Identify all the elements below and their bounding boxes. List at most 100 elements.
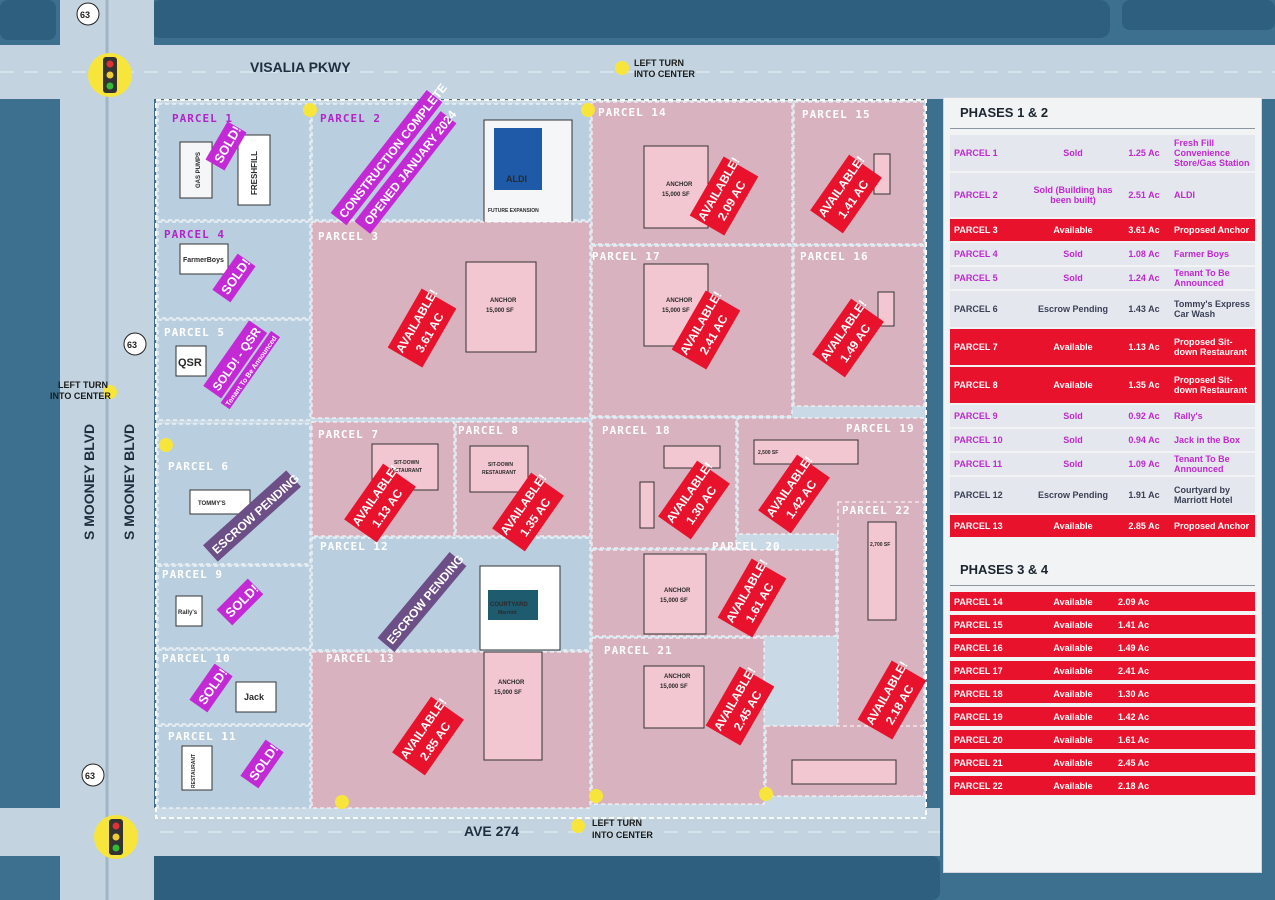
row-status: Available	[1053, 619, 1093, 630]
parcel-1-label: PARCEL 1	[172, 112, 233, 125]
row-parcel: PARCEL 13	[954, 521, 1003, 531]
aldi-label: ALDI	[506, 174, 527, 184]
parcel-16-label: PARCEL 16	[800, 250, 869, 263]
parcel-14[interactable]: ANCHOR 15,000 SF PARCEL 14	[591, 101, 793, 245]
parcel-18-label: PARCEL 18	[602, 424, 671, 437]
parcel-22[interactable]: 2,700 SF PARCEL 22	[765, 501, 925, 797]
row-parcel: PARCEL 5	[954, 273, 998, 283]
row-parcel: PARCEL 16	[954, 642, 1003, 653]
access-marker-icon	[581, 103, 595, 117]
row-status: Available	[1053, 780, 1093, 791]
anchor-3-label: ANCHOR	[490, 298, 517, 304]
visalia-pkwy-label: VISALIA PKWY	[250, 59, 351, 75]
anchor-14-sf: 15,000 SF	[662, 192, 690, 198]
parcel-12-label: PARCEL 12	[320, 540, 389, 553]
jack-logo: Jack	[244, 692, 265, 702]
row-acres: 1.35 Ac	[1128, 380, 1160, 390]
parcel-22-label: PARCEL 22	[842, 504, 911, 517]
row-status: Sold	[1063, 273, 1083, 283]
row-acres: 1.42 Ac	[1118, 711, 1150, 722]
qsr-label: QSR	[178, 357, 202, 369]
anchor-17-sf: 15,000 SF	[662, 308, 690, 314]
hwy-63-shield-top: 63	[76, 2, 100, 26]
row-acres: 1.61 Ac	[1118, 734, 1150, 745]
mooney-blvd-label-b: S MOONEY BLVD	[121, 424, 137, 540]
svg-text:63: 63	[127, 340, 137, 350]
row-status: Available	[1053, 757, 1093, 768]
row-parcel: PARCEL 6	[954, 304, 998, 314]
hwy-63-shield-mid: 63	[123, 332, 147, 356]
row-status: Available	[1053, 342, 1093, 352]
row-parcel: PARCEL 18	[954, 688, 1003, 699]
parcel-10[interactable]: Jack PARCEL 10	[157, 649, 311, 725]
row-parcel: PARCEL 10	[954, 435, 1003, 445]
p8-bldg-2: RESTAURANT	[482, 470, 516, 476]
row-status: Sold	[1063, 435, 1083, 445]
parcel-5-label: PARCEL 5	[164, 326, 225, 339]
row-tenant: Proposed Sit-down Restaurant	[1174, 375, 1248, 395]
svg-text:INTO CENTER: INTO CENTER	[634, 69, 695, 79]
block-top-left	[0, 0, 56, 40]
parcel-9-label: PARCEL 9	[162, 568, 223, 581]
row-status: Escrow Pending	[1037, 490, 1108, 500]
parcel-15-label: PARCEL 15	[802, 108, 871, 121]
row-acres: 1.43 Ac	[1128, 304, 1160, 314]
row-tenant: Proposed Anchor	[1174, 521, 1250, 531]
row-parcel: PARCEL 8	[954, 380, 998, 390]
gas-pumps-label: GAS PUMPS	[196, 152, 202, 188]
parcel-11[interactable]: RESTAURANT PARCEL 11	[157, 725, 311, 809]
row-tenant: ALDI	[1174, 190, 1195, 200]
parcel-3[interactable]: ANCHOR 15,000 SF PARCEL 3	[311, 221, 591, 419]
parcel-2[interactable]: ALDI FUTURE EXPANSION PARCEL 2	[311, 103, 591, 233]
mooney-blvd-label-a: S MOONEY BLVD	[81, 424, 97, 540]
parcel-17[interactable]: ANCHOR 15,000 SF PARCEL 17	[591, 245, 793, 417]
parcel-21-label: PARCEL 21	[604, 644, 673, 657]
row-status: Available	[1053, 665, 1093, 676]
block-bottom	[140, 856, 940, 900]
row-acres: 2.41 Ac	[1118, 665, 1150, 676]
row-acres: 1.13 Ac	[1128, 342, 1160, 352]
parcel-20[interactable]: ANCHOR 15,000 SF PARCEL 20	[591, 540, 837, 637]
row-status: Sold	[1063, 148, 1083, 158]
row-acres: 1.49 Ac	[1118, 642, 1150, 653]
parcel-4[interactable]: FarmerBoys PARCEL 4	[157, 221, 311, 319]
parcel-10-label: PARCEL 10	[162, 652, 231, 665]
anchor-17-label: ANCHOR	[666, 298, 693, 304]
row-parcel: PARCEL 2	[954, 190, 998, 200]
left-turn-note-bottom: LEFT TURN INTO CENTER	[571, 818, 653, 840]
row-parcel: PARCEL 19	[954, 711, 1003, 722]
row-parcel: PARCEL 12	[954, 490, 1003, 500]
svg-text:LEFT TURN: LEFT TURN	[58, 380, 108, 390]
p19-pad-sf: 2,500 SF	[758, 450, 778, 456]
parcel-21[interactable]: ANCHOR 15,000 SF PARCEL 21	[591, 637, 765, 805]
row-acres: 1.08 Ac	[1128, 249, 1160, 259]
anchor-21-label: ANCHOR	[664, 674, 691, 680]
parcel-1[interactable]: PARCEL 1 GAS PUMPS FRESHFILL	[157, 103, 311, 221]
row-acres: 1.41 Ac	[1118, 619, 1150, 630]
